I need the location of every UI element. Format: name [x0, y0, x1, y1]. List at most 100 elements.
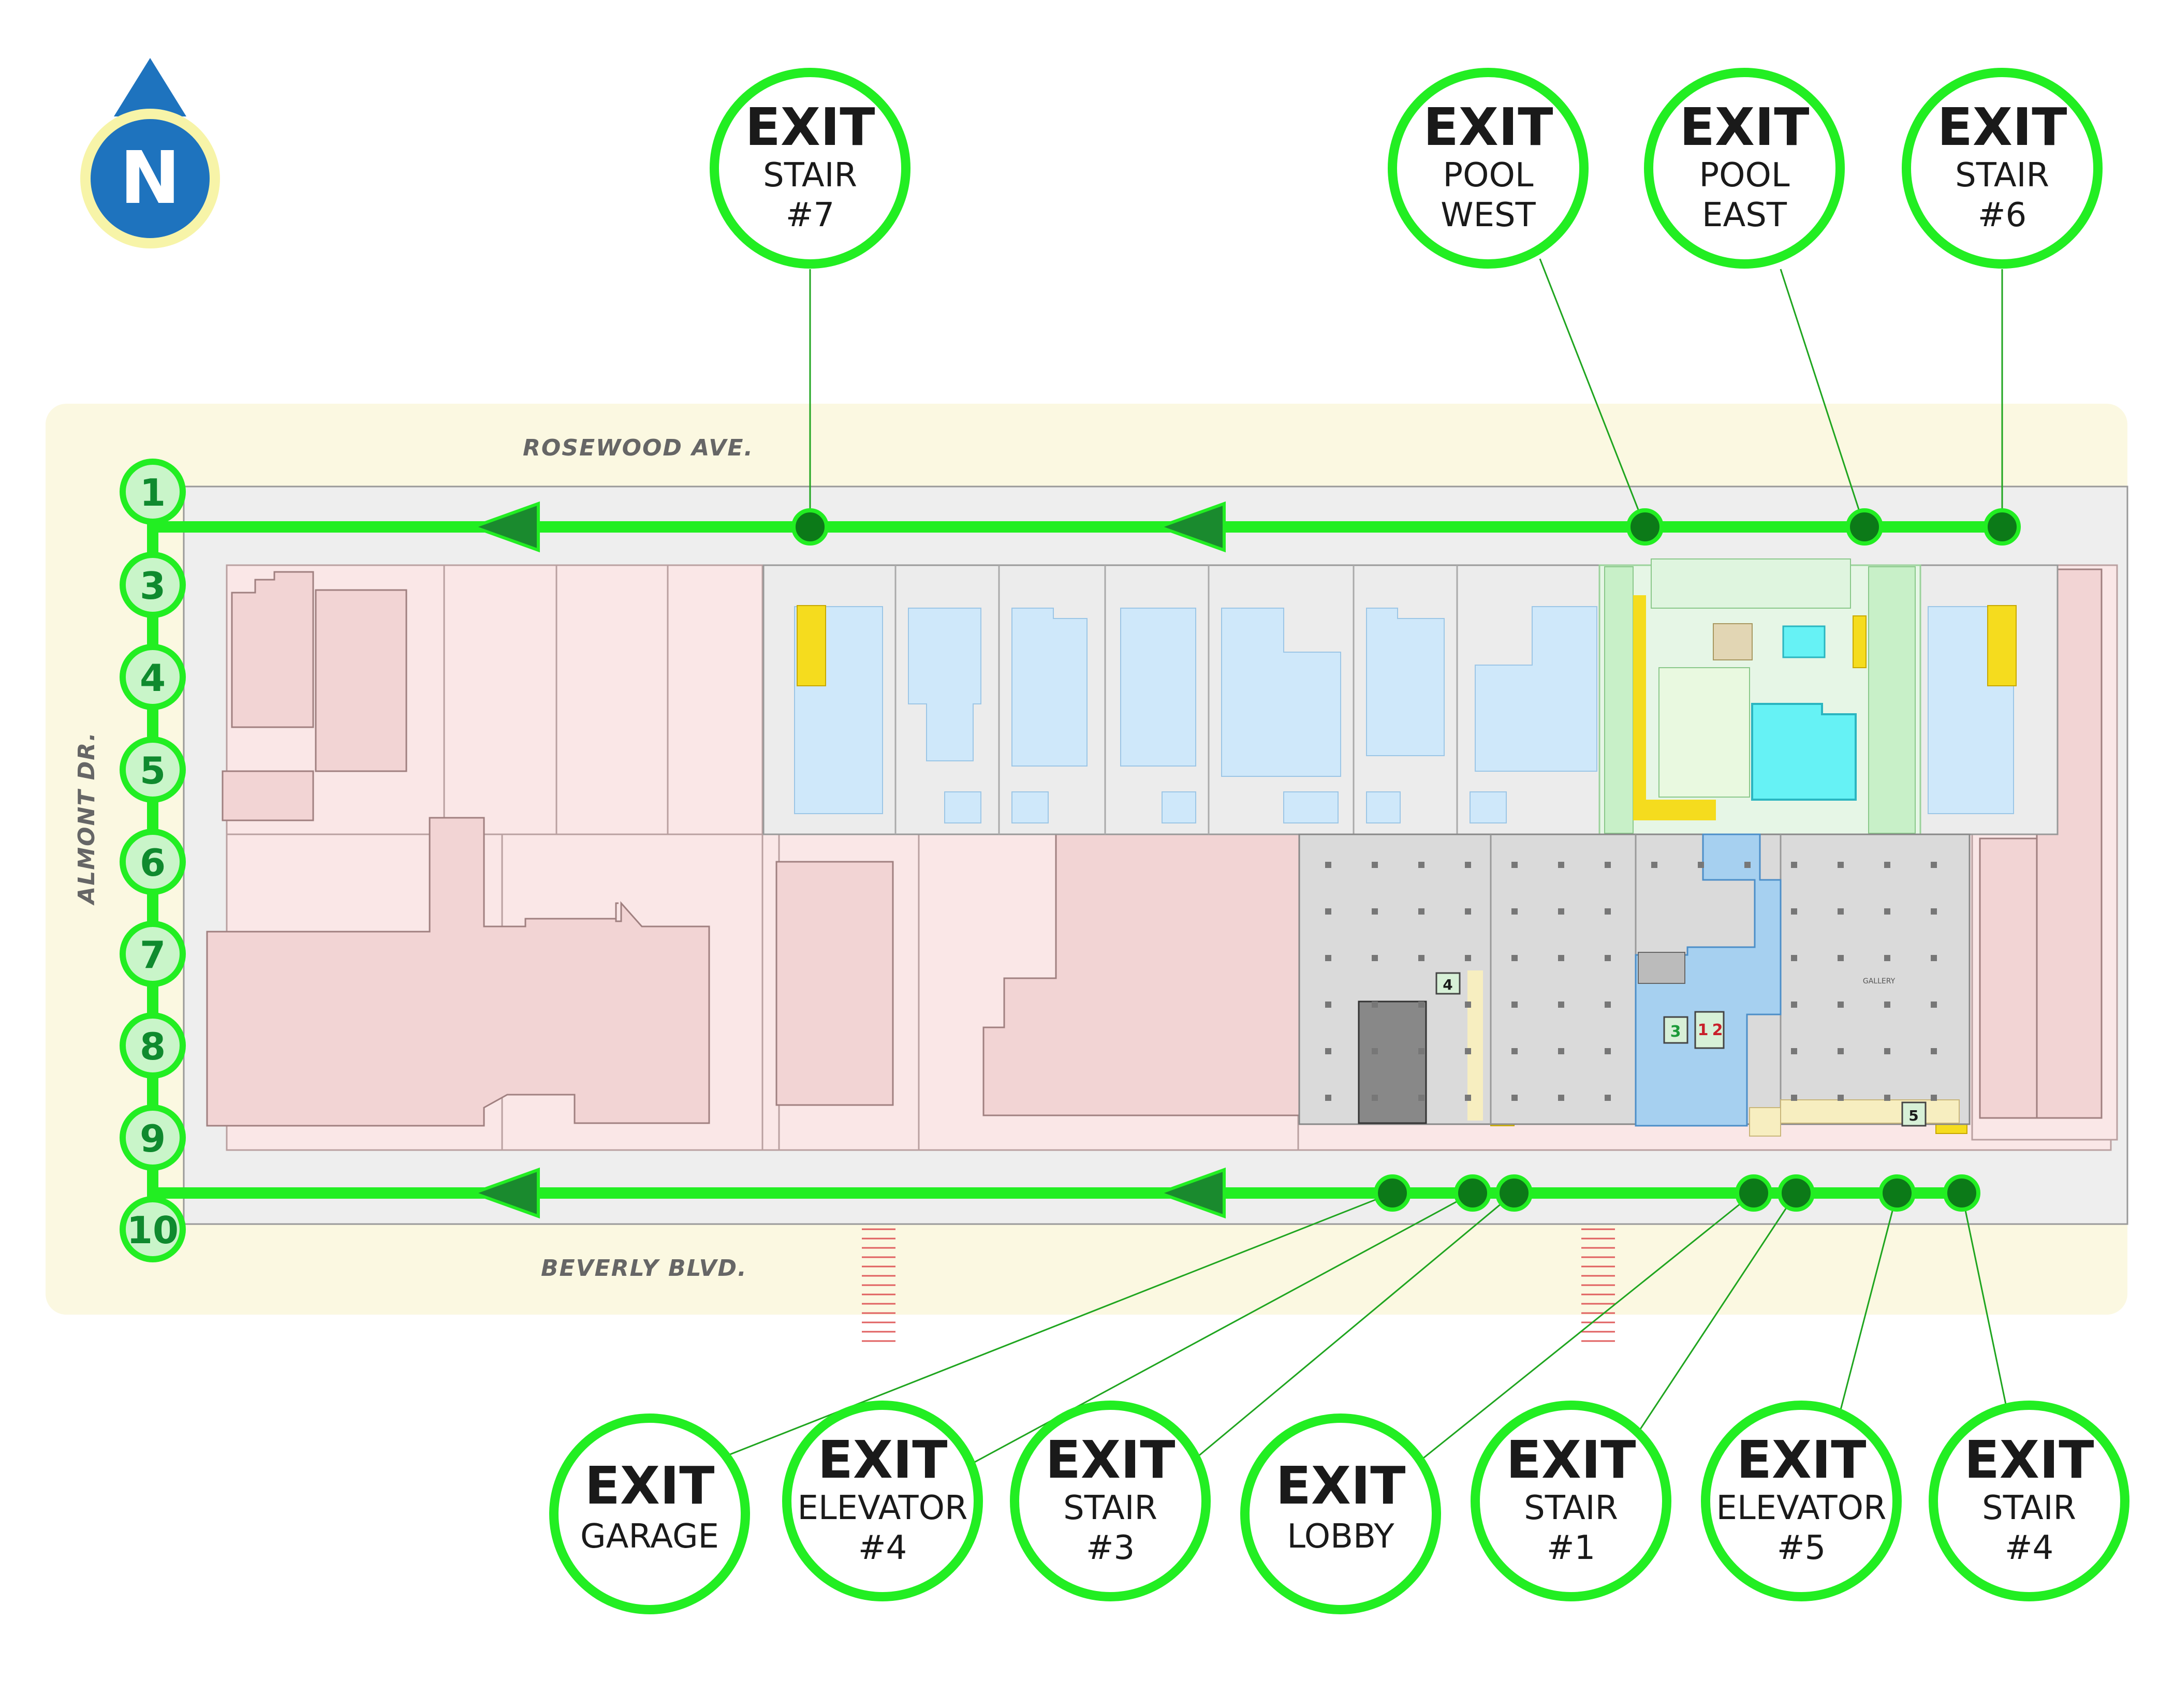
exit-node [1454, 1174, 1491, 1212]
exit-location-detail: #5 [1777, 1529, 1826, 1567]
exit-word: EXIT [818, 1430, 948, 1490]
compass-letter: N [120, 136, 180, 220]
exit-location-detail: WEST [1441, 196, 1536, 234]
structural-columns [1325, 862, 1937, 1101]
exit-word: EXIT [1937, 97, 2067, 157]
exit-badges-north: EXITSTAIR#7EXITPOOLWESTEXITPOOLEASTEXITS… [710, 68, 2103, 269]
gallery-label: GALLERY [1863, 977, 1896, 985]
svg-text:8: 8 [140, 1025, 166, 1068]
exit-node [1626, 508, 1664, 546]
north-arrow-icon [114, 58, 186, 116]
elevator-1-label: 1 [1698, 1021, 1709, 1039]
exit-word: EXIT [745, 97, 875, 157]
exit-location: STAIR [1063, 1489, 1157, 1527]
grid-marker-1: 1 [120, 459, 186, 525]
exit-node [1943, 1174, 1980, 1212]
exit-location: POOL [1699, 156, 1790, 195]
pool-courtyard [1598, 558, 1921, 835]
exit-node [1984, 508, 2021, 546]
elevator-1-2-box [1694, 1011, 1725, 1049]
street-label-south: BEVERLY BLVD. [541, 1255, 747, 1282]
exit-word: EXIT [1276, 1455, 1406, 1516]
elevator-4-label: 4 [1443, 976, 1452, 993]
lobby [1635, 833, 1782, 1127]
elevators: 1 2 3 4 5 [1435, 972, 1927, 1127]
exit-node [1374, 1174, 1411, 1212]
exit-location: STAIR [1955, 156, 2049, 195]
svg-text:5: 5 [140, 749, 166, 792]
exit-location: ELEVATOR [798, 1489, 968, 1527]
exit-word: EXIT [1680, 97, 1810, 157]
elevator-3-label: 3 [1670, 1023, 1681, 1041]
svg-text:4: 4 [140, 656, 166, 700]
exit-node [791, 508, 829, 546]
exit-location-detail: #3 [1086, 1529, 1135, 1567]
exit-location-detail: #4 [858, 1529, 907, 1567]
exit-word: EXIT [585, 1455, 715, 1516]
exit-location: POOL [1443, 156, 1534, 195]
elevator-4-box [1435, 972, 1461, 995]
exit-location: STAIR [763, 156, 857, 195]
svg-text:9: 9 [140, 1117, 166, 1160]
exit-node [1778, 1174, 1815, 1212]
route-arrow-icon [1155, 501, 1226, 553]
exit-location: ELEVATOR [1716, 1489, 1887, 1527]
exit-location-detail: #7 [786, 196, 834, 234]
street-label-west: ALMONT DR. [74, 731, 100, 905]
grid-marker-7: 7 [120, 921, 186, 987]
svg-text:7: 7 [140, 933, 166, 977]
lobby-core [1638, 952, 1685, 984]
svg-text:10: 10 [127, 1209, 179, 1252]
exit-word: EXIT [1964, 1430, 2094, 1490]
street-label-north: ROSEWOOD AVE. [523, 435, 754, 461]
exit-word: EXIT [1506, 1430, 1636, 1490]
route-arrow-icon [469, 1167, 540, 1219]
ramp [1358, 1000, 1427, 1124]
stair-6-well [1987, 605, 2017, 686]
spa [1782, 625, 1826, 658]
exit-badges-south: EXITGARAGEEXITELEVATOR#4EXITSTAIR#3EXITL… [549, 1401, 2129, 1614]
grid-marker-8: 8 [120, 1012, 186, 1079]
exit-word: EXIT [1737, 1430, 1867, 1490]
exit-location: GARAGE [580, 1518, 719, 1556]
exit-location-detail: #1 [1547, 1529, 1595, 1567]
exit-location-detail: #4 [2005, 1529, 2053, 1567]
exit-node [1846, 508, 1883, 546]
exit-leader-lines [716, 258, 2015, 1471]
grid-marker-10: 10 [120, 1196, 186, 1262]
exit-location-detail: #6 [1978, 196, 2026, 234]
exit-word: EXIT [1046, 1430, 1176, 1490]
grid-marker-5: 5 [120, 737, 186, 803]
elevator-5-box [1901, 1101, 1927, 1127]
exit-node [1495, 1174, 1533, 1212]
route-arrow-icon [469, 501, 540, 553]
swimming-pool [1751, 703, 1857, 801]
compass: N [80, 58, 220, 248]
grid-marker-4: 4 [120, 644, 186, 710]
grid-marker-6: 6 [120, 829, 186, 895]
exit-location: STAIR [1982, 1489, 2076, 1527]
elevator-3-box [1663, 1016, 1688, 1044]
elevator-5-label: 5 [1908, 1107, 1918, 1124]
garage-level: GALLERY [1298, 833, 1971, 1137]
svg-text:1: 1 [140, 471, 166, 514]
stair-7-well [797, 605, 826, 686]
svg-text:6: 6 [140, 841, 166, 885]
route-arrow-icon [1155, 1167, 1226, 1219]
neighbor-buildings [206, 568, 2103, 1127]
grid-marker-3: 3 [120, 552, 186, 618]
exit-node [1878, 1174, 1916, 1212]
crosswalks [862, 1228, 1615, 1342]
grid-line-markers: 1 3 4 5 6 7 8 9 10 [120, 459, 186, 1262]
